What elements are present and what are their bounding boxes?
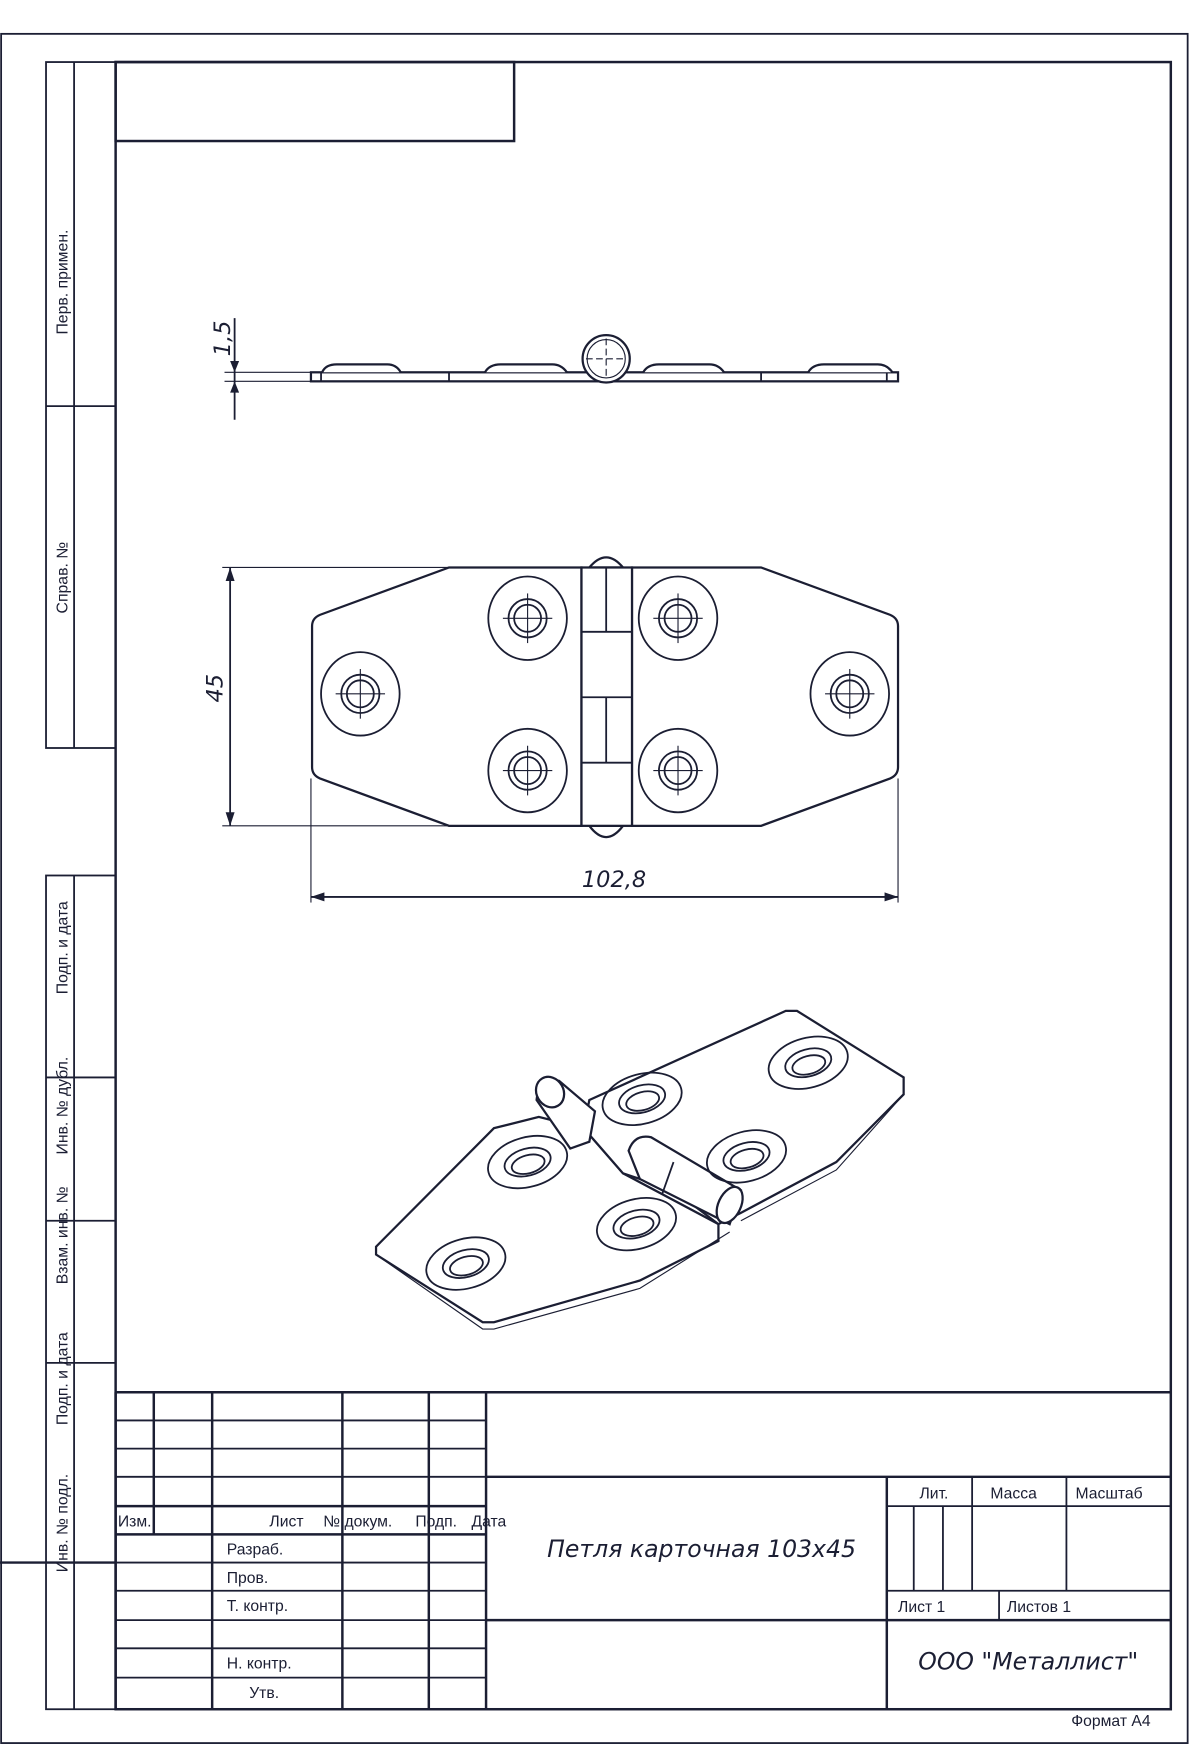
iso-hole	[487, 1134, 569, 1190]
label-sprav-no: Справ. №	[54, 542, 71, 614]
side-strip: Перв. примен. Справ. № Подп. и дата Инв.…	[45, 61, 117, 1711]
hole	[320, 651, 401, 737]
hinge-isometric-view	[374, 1009, 905, 1330]
company-name: ООО "Металлист"	[918, 1648, 1138, 1676]
header-n-dokum: № докум.	[323, 1513, 392, 1530]
header-data: Дата	[471, 1513, 506, 1530]
hinge-side-view: 1,5	[210, 318, 900, 420]
role-utv: Утв.	[249, 1685, 279, 1702]
label-lit: Лит.	[920, 1485, 949, 1502]
role-t-kontr: Т. контр.	[227, 1598, 288, 1615]
mounting-holes	[320, 575, 890, 814]
iso-hole	[767, 1035, 849, 1090]
label-podp-data-2: Подп. и дата	[54, 1332, 71, 1425]
hole	[487, 727, 568, 814]
iso-mounting-holes	[425, 1035, 849, 1291]
header-podp: Подп.	[415, 1513, 457, 1530]
dimension-height: 45	[202, 674, 228, 703]
label-vzam-inv: Взам. инв. №	[54, 1186, 71, 1284]
knuckle-lower	[627, 1135, 744, 1226]
dimension-thickness: 1,5	[210, 321, 236, 357]
iso-hole	[706, 1129, 787, 1184]
hole	[487, 575, 568, 661]
hole	[809, 651, 890, 737]
hole	[637, 575, 719, 661]
header-list: Лист	[269, 1513, 303, 1530]
header-izm: Изм.	[118, 1513, 152, 1530]
hinge-front-view: 45 102,8	[202, 556, 900, 903]
iso-hole	[596, 1197, 677, 1252]
label-inv-podl: Инв. № подл.	[54, 1474, 71, 1572]
label-masshtab: Масштаб	[1075, 1485, 1142, 1502]
hole	[637, 727, 719, 814]
drawing-title: Петля карточная 103х45	[547, 1535, 856, 1563]
dimension-length: 102,8	[582, 867, 646, 893]
sheet-number: Лист 1	[898, 1599, 945, 1616]
top-left-box	[114, 60, 516, 143]
iso-hole	[425, 1236, 507, 1291]
label-podp-data-1: Подп. и дата	[54, 901, 71, 994]
title-block: Изм. Лист № докум. Подп. Дата Разраб. Пр…	[0, 1390, 1171, 1730]
label-perv-primen: Перв. примен.	[54, 230, 71, 335]
format-label: Формат А4	[1071, 1713, 1151, 1730]
role-n-kontr: Н. контр.	[227, 1656, 292, 1673]
label-massa: Масса	[990, 1485, 1037, 1502]
label-inv-dubl: Инв. № дубл.	[54, 1057, 71, 1155]
role-razrab: Разраб.	[227, 1542, 284, 1559]
iso-hole	[601, 1071, 683, 1126]
outer-border	[0, 32, 1189, 1744]
knuckle-upper	[534, 1075, 597, 1150]
sheets-total: Листов 1	[1007, 1599, 1071, 1616]
role-prov: Пров.	[227, 1570, 268, 1587]
